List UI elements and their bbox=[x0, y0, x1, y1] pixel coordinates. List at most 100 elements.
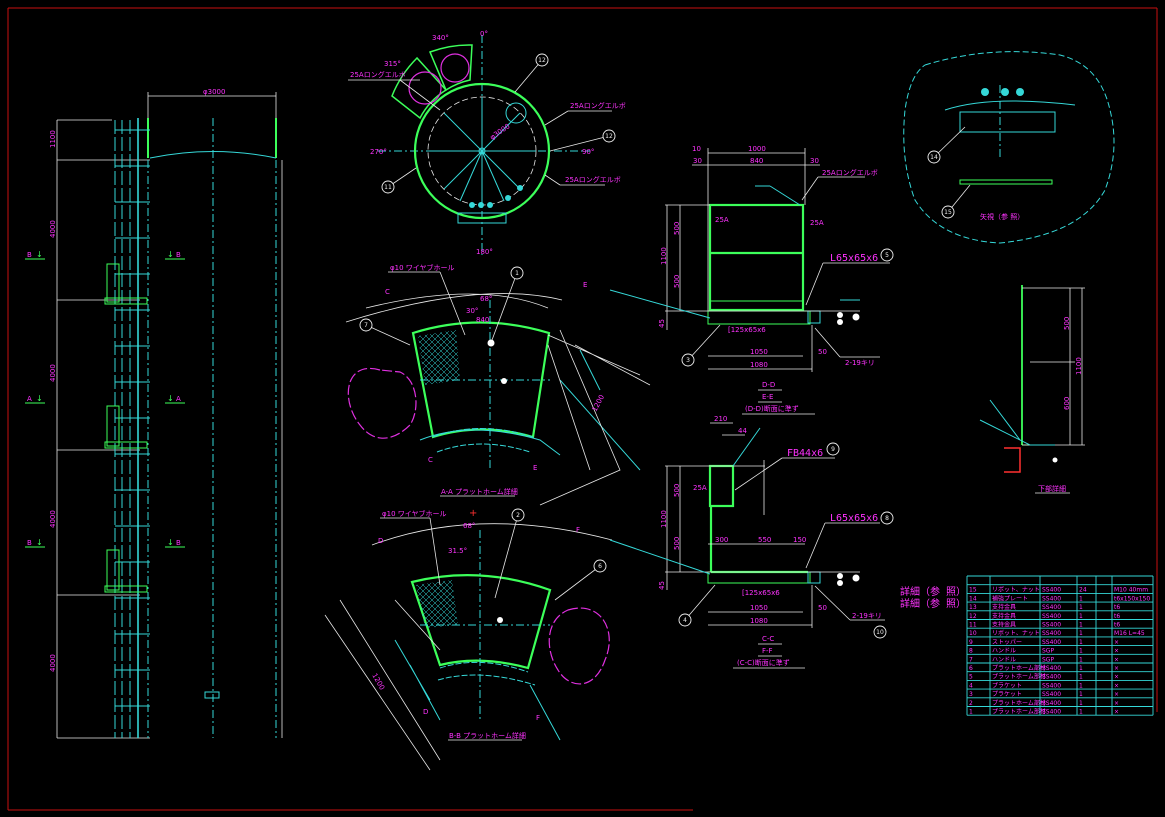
angle-270: 270° bbox=[370, 148, 387, 156]
cc-title-2: F-F bbox=[762, 647, 773, 655]
table-cell: 1 bbox=[1079, 595, 1083, 602]
section-aa-platform-detail: 68° 30° 840 1200 φ10 ワイヤブホール 1 7 C C E E… bbox=[345, 263, 651, 506]
table-cell: 12 bbox=[969, 613, 977, 620]
table-cell: ハンドル bbox=[992, 656, 1016, 663]
cc-dim-50: 50 bbox=[818, 604, 827, 612]
table-cell: t6 bbox=[1114, 604, 1120, 611]
table-cell: SS400 bbox=[1042, 674, 1061, 681]
table-cell: 1 bbox=[969, 709, 973, 716]
cc-balloon-4: 4 bbox=[683, 617, 687, 624]
table-cell: 15 bbox=[969, 587, 977, 594]
table-cell: SS400 bbox=[1042, 639, 1061, 646]
table-cell: プラケット bbox=[992, 691, 1022, 698]
balloon-12b: 12 bbox=[605, 133, 613, 140]
elbow-label-2: 25Aロングエルボ bbox=[570, 101, 626, 110]
bd-title: 下部詳細 bbox=[1038, 484, 1066, 493]
svg-text:↓: ↓ bbox=[36, 538, 43, 547]
dd-dim-10: 10 bbox=[692, 145, 701, 153]
dd-25a-left: 25A bbox=[715, 216, 729, 224]
cc-dim-150: 150 bbox=[793, 536, 806, 544]
aa-mark-c-top: C bbox=[385, 288, 390, 296]
section-mark-a-right: A↓ bbox=[165, 394, 185, 404]
svg-text:↓: ↓ bbox=[36, 394, 43, 403]
view-arrow-detail: 14 15 矢視（参 照） bbox=[903, 51, 1115, 244]
cc-dim-500b: 500 bbox=[673, 537, 681, 550]
table-cell: 1 bbox=[1079, 656, 1083, 663]
table-cell: M10 40mm bbox=[1114, 587, 1148, 594]
view-balloon-14: 14 bbox=[930, 154, 938, 161]
table-cell: 11 bbox=[969, 622, 977, 629]
dd-dim-45: 45 bbox=[658, 319, 666, 328]
table-cell: SS400 bbox=[1042, 630, 1061, 637]
table-cell: t6 bbox=[1114, 622, 1120, 629]
bb-balloon-2: 2 bbox=[516, 512, 520, 519]
table-cell: × bbox=[1114, 682, 1119, 689]
dd-dim-1100: 1100 bbox=[660, 247, 668, 265]
dd-title-2: E-E bbox=[762, 393, 773, 401]
table-cell: SS400 bbox=[1042, 587, 1061, 594]
table-cell: 8 bbox=[969, 648, 973, 655]
svg-text:↓: ↓ bbox=[167, 538, 174, 547]
table-cell: × bbox=[1114, 648, 1119, 655]
bb-dim-angle2: 31.5° bbox=[448, 547, 467, 555]
table-cell: ストッパー bbox=[992, 639, 1022, 646]
cc-title-3: (C-C)断面に準ず bbox=[737, 658, 790, 667]
table-cell: t6x150x150 bbox=[1114, 595, 1150, 602]
elev-dim-5: 4000 bbox=[49, 654, 57, 672]
tank-elevation-view: φ3000 1100 4000 4000 4000 4000 B↓ B↓ A bbox=[25, 88, 283, 739]
table-cell: 24 bbox=[1079, 587, 1087, 594]
drawing-frame bbox=[7, 7, 1158, 811]
aa-balloon-1: 1 bbox=[515, 270, 519, 277]
cc-dim-44: 44 bbox=[738, 427, 747, 435]
bb-mark-f-bottom: F bbox=[536, 714, 540, 722]
table-cell: 13 bbox=[969, 604, 977, 611]
angle-90: 90° bbox=[582, 148, 594, 156]
table-cell: 1 bbox=[1079, 613, 1083, 620]
table-cell: × bbox=[1114, 691, 1119, 698]
bb-mark-d-top: D bbox=[378, 537, 383, 545]
table-cell: × bbox=[1114, 656, 1119, 663]
section-bb-platform-detail: + 68° 31.5° 1200 φ10 ワイヤブホール 2 6 D D F F… bbox=[324, 508, 613, 771]
table-cell: SS400 bbox=[1042, 622, 1061, 629]
view-arrow-label: 矢視（参 照） bbox=[980, 212, 1024, 221]
table-cell: SS400 bbox=[1042, 682, 1061, 689]
table-cell: SS400 bbox=[1042, 613, 1061, 620]
ladder-rungs bbox=[115, 129, 150, 707]
balloon-11: 11 bbox=[384, 184, 392, 191]
section-mark-label: A bbox=[27, 395, 32, 403]
section-cc-detail: 210 44 1100 500 500 45 300 550 150 1050 … bbox=[609, 415, 894, 669]
aa-dim-angle: 68° bbox=[480, 295, 492, 303]
table-cell: 10 bbox=[969, 630, 977, 637]
table-cell: 1 bbox=[1079, 700, 1083, 707]
diameter-dim: φ3000 bbox=[203, 88, 225, 96]
table-cell: SS400 bbox=[1042, 700, 1061, 707]
table-cell: t6 bbox=[1114, 613, 1120, 620]
bd-dim-500: 500 bbox=[1063, 317, 1071, 330]
table-cell: 1 bbox=[1079, 622, 1083, 629]
svg-text:↓: ↓ bbox=[36, 250, 43, 259]
table-cell: × bbox=[1114, 665, 1119, 672]
dd-dim-1000: 1000 bbox=[748, 145, 766, 153]
cc-dim-500a: 500 bbox=[673, 484, 681, 497]
bb-hole-label: φ10 ワイヤブホール bbox=[382, 509, 447, 518]
table-cell: ハンドル bbox=[992, 648, 1016, 655]
angle-180: 180° bbox=[476, 248, 493, 256]
dd-title-3: (D-D)断面に準ず bbox=[745, 404, 799, 413]
table-cell: 14 bbox=[969, 595, 977, 602]
table-cell: 補強プレート bbox=[992, 594, 1028, 602]
table-cell: 支持金具 bbox=[992, 612, 1016, 620]
table-cell: × bbox=[1114, 639, 1119, 646]
table-cell: 支持金具 bbox=[992, 621, 1016, 629]
elev-dim-1: 1100 bbox=[49, 130, 57, 148]
aa-mark-c-bottom: C bbox=[428, 456, 433, 464]
aa-hole-label: φ10 ワイヤブホール bbox=[390, 263, 455, 272]
cc-balloon-8: 8 bbox=[885, 515, 889, 522]
cc-balloon-10: 10 bbox=[876, 629, 884, 636]
cc-dim-1080: 1080 bbox=[750, 617, 768, 625]
section-mark-label: B bbox=[176, 251, 181, 259]
dd-balloon-5: 5 bbox=[885, 252, 889, 259]
table-cell: プラケット bbox=[992, 682, 1022, 689]
table-cell: 1 bbox=[1079, 648, 1083, 655]
dd-dim-50: 50 bbox=[818, 348, 827, 356]
